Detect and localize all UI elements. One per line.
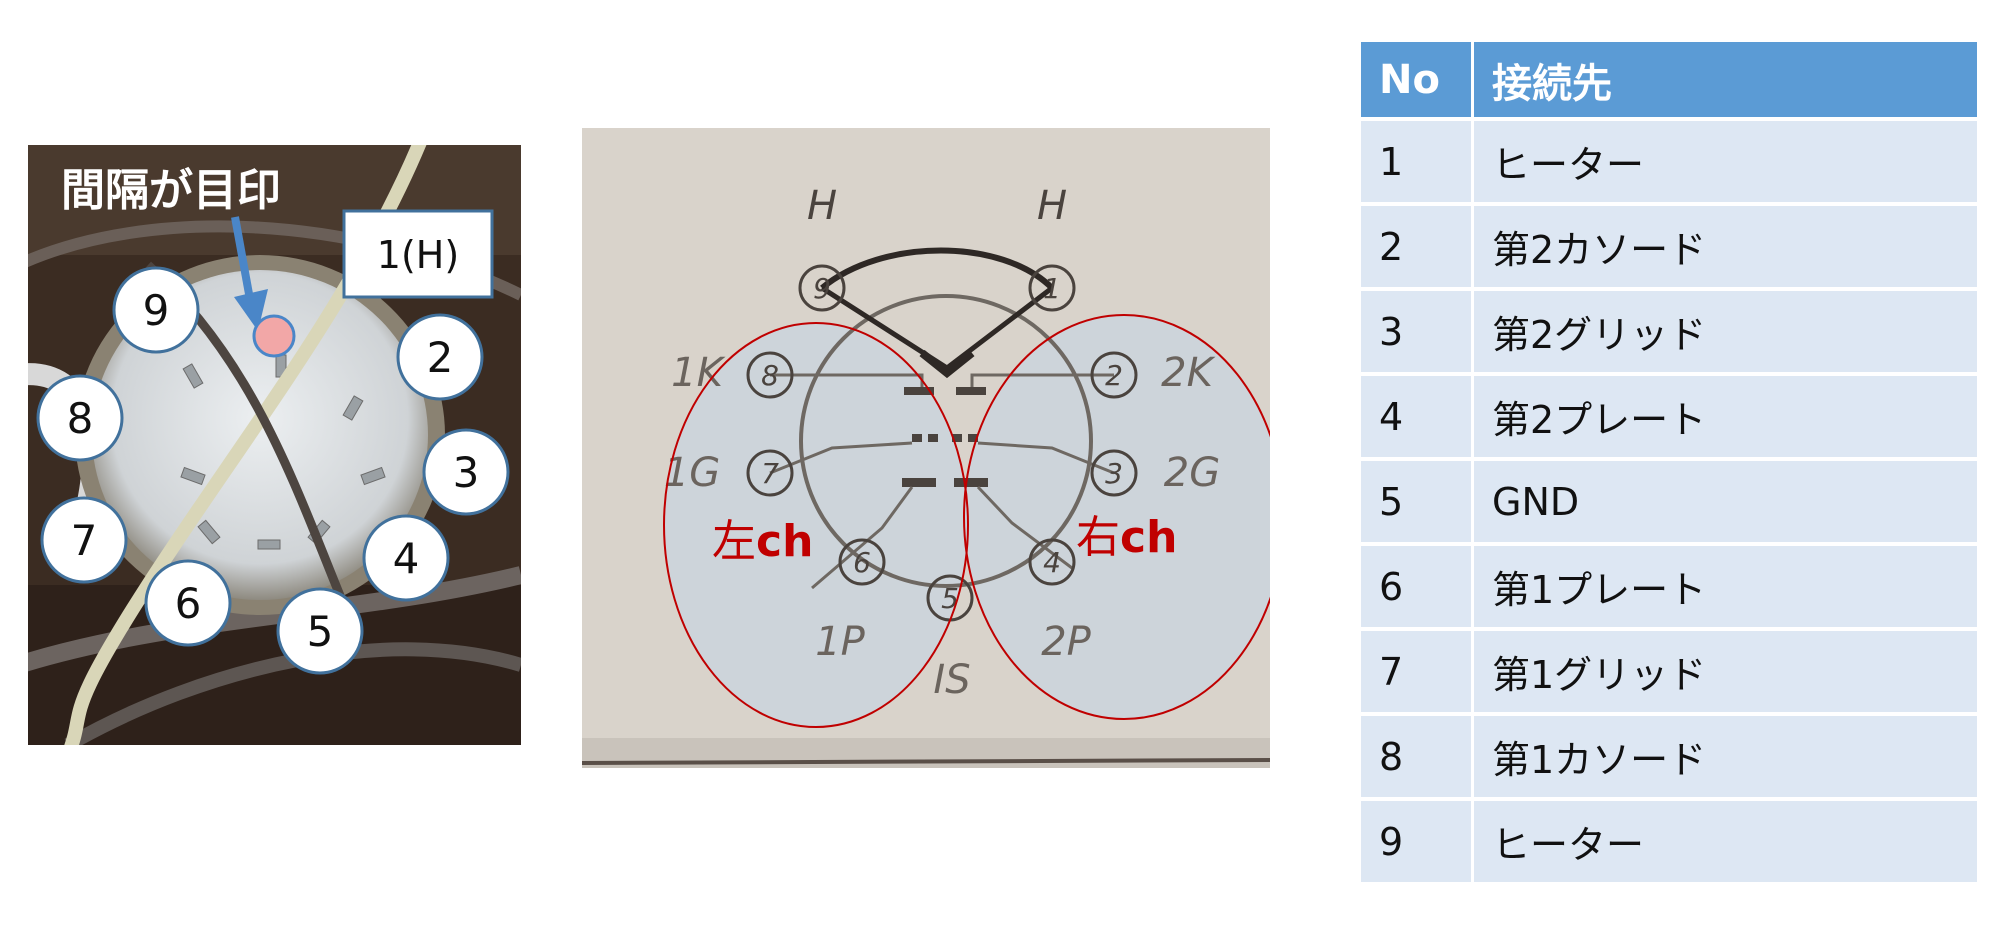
pin-circle-7	[40, 496, 128, 584]
header-connection: 接続先	[1474, 42, 1977, 117]
arrow-icon	[231, 216, 255, 306]
pin-circle-5	[276, 587, 364, 675]
row-number: 6	[1361, 546, 1471, 627]
row-number: 3	[1361, 291, 1471, 372]
row-connection: ヒーター	[1474, 801, 1977, 882]
diagram-pin-7-number: 7	[761, 457, 779, 490]
diagram-label-2p: 2P	[1041, 619, 1091, 665]
table-header-row: No 接続先	[1361, 42, 1977, 117]
tube-outline	[799, 294, 1093, 588]
diagram-pin-4	[1028, 538, 1076, 586]
row-connection: 第2グリッド	[1474, 291, 1977, 372]
pin-circle-6	[144, 559, 232, 647]
diagram-heater-right: H	[1037, 183, 1067, 229]
pinout-diagram: H H 9 1 8 2 7 3 6 4 5 1K 2K 1G 2G 1P 2P …	[581, 128, 1285, 768]
diagram-pin-8	[746, 351, 794, 399]
tube-socket-photo-svg: 間隔が目印 1(H) 9 2 8 3 7 4 6 5	[15, 132, 524, 758]
diagram-label-is: IS	[933, 657, 970, 703]
pin1-label-box	[342, 209, 494, 299]
pin-number-6: 6	[175, 579, 202, 628]
spacing-annotation: 間隔が目印	[61, 165, 281, 216]
pin-number-3: 3	[453, 448, 480, 497]
pinout-diagram-svg: H H 9 1 8 2 7 3 6 4 5 1K 2K 1G 2G 1P 2P …	[581, 128, 1285, 768]
header-no: No	[1361, 42, 1471, 117]
socket-contacts	[180, 354, 386, 550]
row-number: 2	[1361, 206, 1471, 287]
diagram-pin-2-number: 2	[1105, 359, 1123, 392]
left-channel-outline	[663, 322, 969, 728]
tube-socket-photo: 間隔が目印 1(H) 9 2 8 3 7 4 6 5	[15, 132, 524, 758]
pin-circle-8	[36, 374, 124, 462]
pin-circle-2	[396, 313, 484, 401]
row-connection: 第1グリッド	[1474, 631, 1977, 712]
row-connection: ヒーター	[1474, 121, 1977, 202]
diagram-label-2k: 2K	[1161, 350, 1215, 396]
diagram-pin-9-number: 9	[813, 272, 831, 305]
diagram-pin-6-number: 6	[853, 546, 871, 579]
pin-circle-4	[362, 514, 450, 602]
pin-number-8: 8	[67, 394, 94, 443]
row-connection: 第2プレート	[1474, 376, 1977, 457]
diagram-label-1p: 1P	[815, 619, 865, 665]
diagram-label-1k: 1K	[671, 350, 725, 396]
diagram-label-2g: 2G	[1164, 450, 1220, 496]
pin-circle-9	[112, 266, 200, 354]
row-number: 8	[1361, 716, 1471, 797]
left-channel-label: 左ch	[712, 516, 813, 567]
diagram-pin-2	[1090, 351, 1138, 399]
diagram-pin-6	[838, 538, 886, 586]
diagram-pin-3	[1090, 449, 1138, 497]
row-number: 5	[1361, 461, 1471, 542]
row-connection: 第2カソード	[1474, 206, 1977, 287]
left-channel-area	[664, 323, 968, 727]
diagram-pin-7	[746, 449, 794, 497]
row-connection: 第1カソード	[1474, 716, 1977, 797]
pin-circle-3	[422, 428, 510, 516]
diagram-pin-5-number: 5	[941, 582, 959, 615]
diagram-pin-4-number: 4	[1043, 546, 1061, 579]
pin-number-5: 5	[307, 607, 334, 656]
diagram-pin-1	[1028, 264, 1076, 312]
row-number: 1	[1361, 121, 1471, 202]
diagram-pin-9	[798, 264, 846, 312]
pin1-label: 1(H)	[377, 233, 459, 277]
row-number: 9	[1361, 801, 1471, 882]
diagram-pin-3-number: 3	[1105, 457, 1123, 490]
diagram-heater-left: H	[807, 183, 837, 229]
right-channel-label: 右ch	[1076, 512, 1177, 563]
row-number: 7	[1361, 631, 1471, 712]
diagram-pin-1-number: 1	[1043, 272, 1061, 305]
pin-number-4: 4	[393, 534, 420, 583]
pin-number-2: 2	[427, 333, 454, 382]
pin-number-9: 9	[143, 286, 170, 335]
row-connection: GND	[1474, 461, 1977, 542]
right-channel-area	[964, 315, 1284, 719]
pin-number-7: 7	[71, 516, 98, 565]
row-connection: 第1プレート	[1474, 546, 1977, 627]
socket-face	[92, 270, 428, 600]
diagram-pin-8-number: 8	[761, 359, 779, 392]
gap-marker	[252, 314, 296, 358]
row-number: 4	[1361, 376, 1471, 457]
